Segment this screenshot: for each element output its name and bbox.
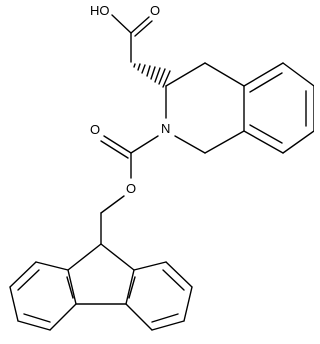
carbamate-group	[100, 135, 159, 245]
acid-carbonyl-oxygen-label: O	[150, 3, 160, 18]
bond-c1-c8a	[204, 130, 245, 154]
bond-n-carbonyl-c	[130, 135, 159, 154]
ester-oxygen-label: O	[126, 181, 136, 196]
bond-c-o-double-2	[100, 140, 129, 159]
bond-c4-c4a	[204, 62, 245, 87]
carbamate-oxygen-label: O	[90, 122, 100, 137]
bond-c-o-double-2	[134, 20, 153, 37]
hashed-wedge-bond	[133, 63, 171, 88]
bond-c3-c4	[165, 62, 206, 87]
hydroxyl-label: HO	[90, 3, 110, 18]
bond-ho-c	[111, 14, 132, 34]
carboxylic-acid-group	[111, 14, 153, 63]
benzo-ring	[243, 62, 314, 154]
bond-c-o-double-1	[130, 16, 150, 34]
nitrogen-label: N	[161, 121, 170, 136]
bond-c-o-double-1	[103, 135, 132, 154]
tetrahydroisoquinoline-ring	[165, 62, 245, 154]
fluorenyl-group	[9, 243, 193, 331]
bond-n-c1	[174, 135, 206, 154]
bond-o-ch2	[100, 195, 125, 214]
